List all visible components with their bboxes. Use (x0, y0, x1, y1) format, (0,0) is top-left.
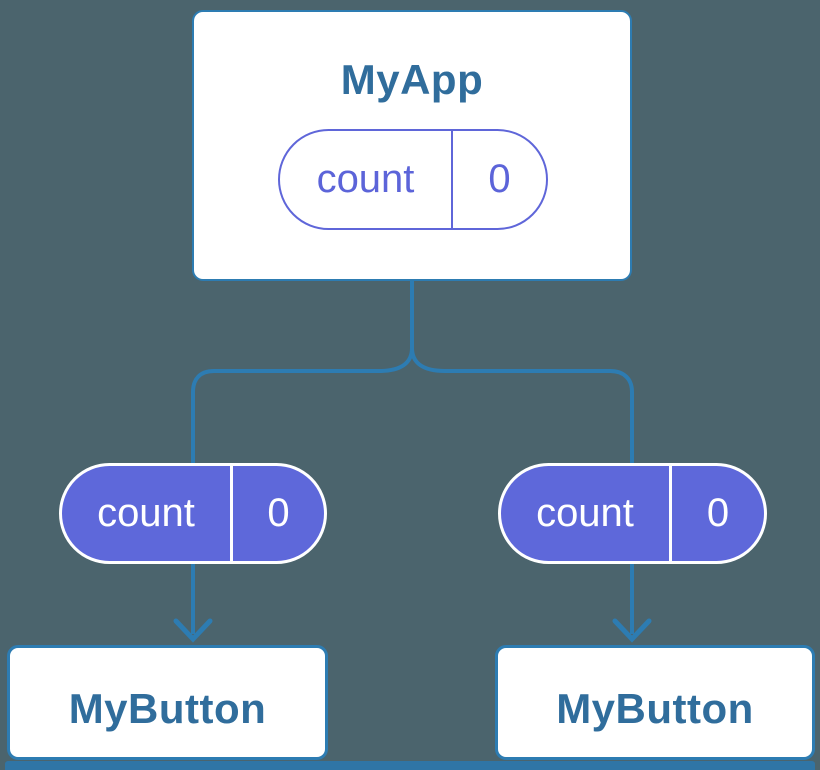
root-component-title: MyApp (340, 56, 484, 103)
state-pill: count 0 (278, 129, 548, 230)
prop-pill-value: 0 (267, 491, 290, 535)
child-component-title: MyButton (556, 684, 754, 732)
state-pill-label: count (280, 131, 453, 228)
bottom-band (5, 761, 815, 770)
prop-pill-label: count (501, 466, 672, 561)
connector-lines (173, 280, 652, 643)
component-node-child-left: MyButton (7, 645, 328, 760)
state-pill-value: 0 (488, 157, 511, 201)
prop-pill-left: count 0 (59, 463, 327, 564)
down-arrow-icon (173, 618, 213, 643)
prop-pill-right: count 0 (498, 463, 767, 564)
down-arrow-icon (612, 618, 652, 643)
connector-branch-right (410, 280, 634, 634)
component-node-child-right: MyButton (495, 645, 815, 760)
prop-pill-value: 0 (706, 491, 730, 535)
prop-pill-label: count (62, 466, 233, 561)
child-component-title: MyButton (68, 684, 267, 732)
connector-branch-left (191, 280, 414, 634)
